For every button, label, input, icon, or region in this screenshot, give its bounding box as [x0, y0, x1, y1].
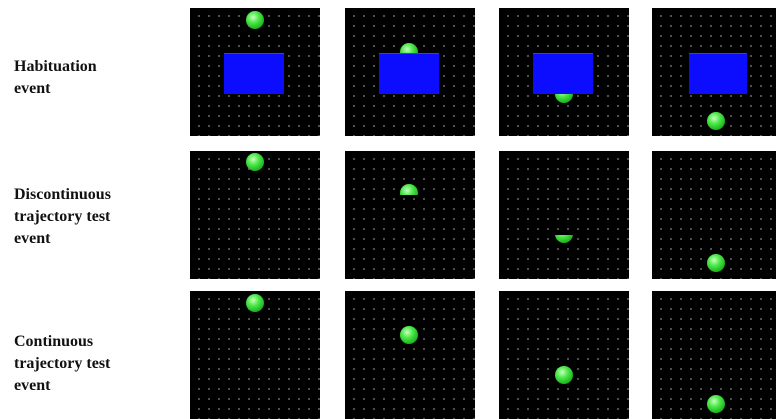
ball	[246, 11, 264, 29]
ball	[555, 366, 573, 384]
row-label-continuous: Continuous trajectory test event	[14, 331, 110, 397]
continuous-frame-1	[190, 291, 320, 419]
habituation-frame-4	[652, 8, 776, 136]
row-label-discontinuous: Discontinuous trajectory test event	[14, 184, 111, 250]
row-label-line: trajectory test	[14, 353, 110, 375]
discontinuous-frame-3	[499, 151, 629, 279]
ball-clip	[400, 184, 418, 195]
row-label-line: Habituation	[14, 56, 97, 78]
occluder	[224, 53, 284, 94]
continuous-frame-4	[652, 291, 776, 419]
habituation-frame-1	[190, 8, 320, 136]
habituation-frame-2	[345, 8, 475, 136]
discontinuous-frame-2	[345, 151, 475, 279]
ball	[707, 395, 725, 413]
discontinuous-frame-1	[190, 151, 320, 279]
row-label-line: event	[14, 375, 110, 397]
ball	[400, 326, 418, 344]
occluder	[379, 53, 439, 94]
ball	[246, 294, 264, 312]
row-label-line: Discontinuous	[14, 184, 111, 206]
discontinuous-frame-4	[652, 151, 776, 279]
habituation-frame-3	[499, 8, 629, 136]
continuous-frame-2	[345, 291, 475, 419]
occluder	[689, 53, 747, 94]
row-label-line: event	[14, 228, 111, 250]
row-label-line: event	[14, 78, 97, 100]
ball	[400, 184, 418, 195]
ball	[707, 112, 725, 130]
row-label-habituation: Habituation event	[14, 56, 97, 100]
occluder	[533, 53, 593, 94]
row-label-line: Continuous	[14, 331, 110, 353]
ball	[555, 235, 573, 243]
ball	[707, 254, 725, 272]
row-label-line: trajectory test	[14, 206, 111, 228]
ball	[246, 153, 264, 171]
continuous-frame-3	[499, 291, 629, 419]
ball-clip	[555, 235, 573, 243]
